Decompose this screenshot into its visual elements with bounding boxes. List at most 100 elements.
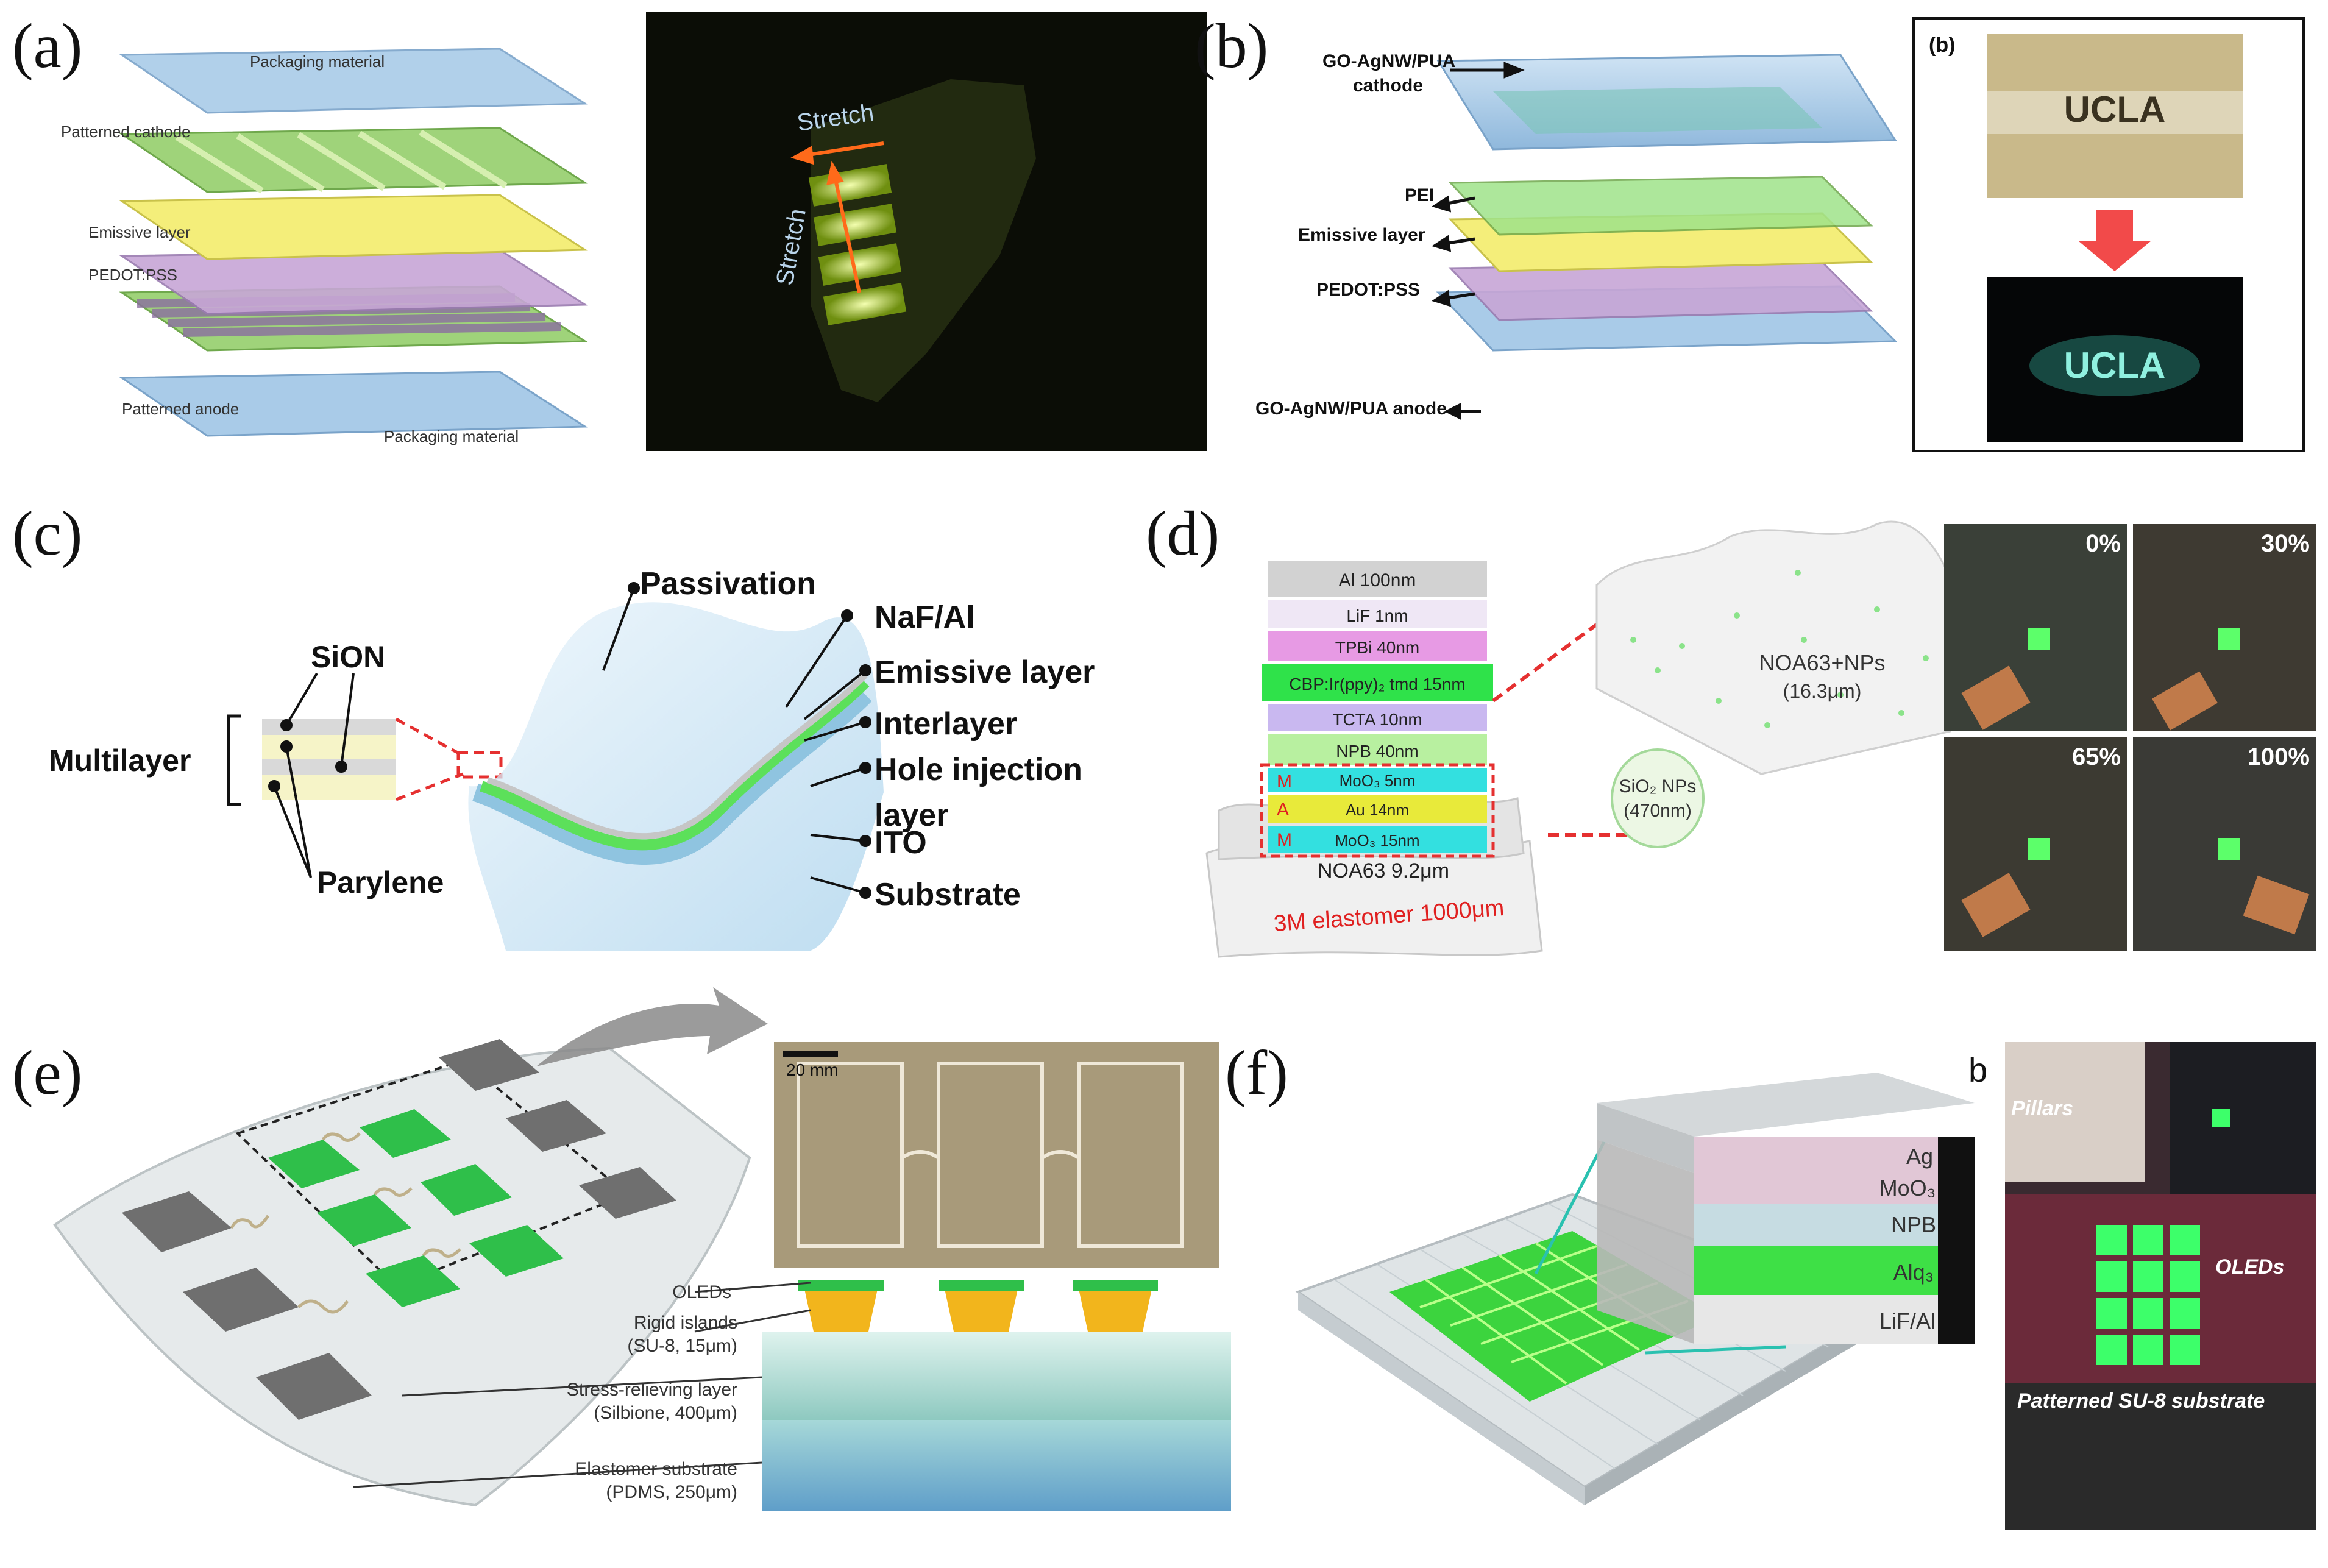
- label-go-agnw-anode: GO-AgNW/PUA anode: [1255, 399, 1447, 419]
- panel-e-label: (e): [12, 1038, 82, 1108]
- panel-f: (f) Ag: [1225, 1038, 2316, 1530]
- layer-patterned-cathode: [119, 127, 588, 193]
- red-down-arrow: [2078, 210, 2151, 271]
- strain-100: 100%: [2248, 743, 2310, 770]
- d-np-sub: (470nm): [1624, 801, 1692, 821]
- zoom-lines: [395, 717, 503, 801]
- d-moo3-5: MoO₃ 5nm: [1340, 772, 1416, 790]
- e-photo-bg: [774, 1042, 1219, 1268]
- oled-wave-device: [468, 602, 884, 951]
- textured-block: [1595, 520, 1951, 775]
- strain-photo-leds: [2028, 628, 2240, 860]
- serpentine-interconnects: [230, 1132, 461, 1314]
- f-photo-corner: [2170, 1042, 2316, 1194]
- stress-relieving-layer: [762, 1332, 1231, 1420]
- label-emissive-c: Emissive layer: [875, 655, 1095, 690]
- f-npb: NPB: [1891, 1212, 1936, 1237]
- multilayer-brace: [227, 714, 241, 806]
- panel-d-stack: [1205, 561, 1543, 958]
- panel-c: (c): [12, 498, 1095, 951]
- stack-tpbi: [1268, 631, 1487, 661]
- panel-b: (b) GO-AgNW/PUA cathode PEI Emissive lay…: [1194, 11, 2305, 452]
- label-patterned-cathode: Patterned cathode: [61, 122, 191, 141]
- f-inset-label: b: [1968, 1051, 1987, 1089]
- f-label-substrate: Patterned SU-8 substrate: [2017, 1389, 2265, 1413]
- stretch-arrows: [790, 141, 884, 293]
- oled-film-3: [1073, 1280, 1158, 1291]
- inset-label: (b): [1929, 34, 1955, 57]
- stack-au: [1268, 795, 1487, 823]
- e-label-elastomer-sub: (PDMS, 250μm): [606, 1482, 737, 1502]
- panel-f-label: (f): [1225, 1038, 1288, 1108]
- f-photo: [2005, 1042, 2316, 1530]
- e-cross-section: [762, 1280, 1231, 1511]
- substrate-edge: [1298, 1292, 1585, 1505]
- panel-b-layer-stack: [1436, 54, 1898, 352]
- panel-a: (a) Packaging material Patterned cathode…: [12, 11, 1207, 451]
- layer-emissive: [119, 194, 588, 260]
- stack-lif: [1268, 600, 1487, 628]
- e-label-rigid-sub: (SU-8, 15μm): [627, 1336, 737, 1356]
- ucla-print: UCLA: [2064, 89, 2166, 130]
- mam-dashed-box: [1260, 763, 1495, 858]
- elastomer-layer: [762, 1420, 1231, 1511]
- substrate-edge-right: [1585, 1310, 1883, 1505]
- d-noa63: NOA63 9.2μm: [1318, 859, 1449, 882]
- oled-film-1: [798, 1280, 884, 1291]
- d-letter-m2: M: [1277, 830, 1292, 850]
- strain-0: 0%: [2085, 530, 2121, 557]
- d-tcta: TCTA 10nm: [1332, 710, 1422, 729]
- layer-packaging-top: [119, 48, 588, 114]
- e-label-elastomer: Elastomer substrate: [575, 1459, 737, 1479]
- d-letter-m1: M: [1277, 772, 1292, 792]
- strain-65: 65%: [2072, 743, 2121, 770]
- d-lif: LiF 1nm: [1346, 606, 1408, 625]
- strain-photos: [1944, 524, 2316, 951]
- cathode-inner: [1493, 87, 1822, 134]
- pillars-region: [2005, 1042, 2145, 1182]
- label-substrate: Substrate: [875, 877, 1021, 912]
- label-parylene: Parylene: [317, 865, 444, 899]
- e-label-oleds: OLEDs: [672, 1282, 731, 1302]
- label-patterned-anode: Patterned anode: [122, 400, 239, 418]
- panel-a-layer-stack: [119, 48, 588, 437]
- d-cbp: CBP:Ir(ppy)₂ tmd 15nm: [1289, 675, 1465, 694]
- f-alq3: Alq₃: [1893, 1260, 1934, 1285]
- strain-photo-clips: [1961, 665, 2310, 937]
- island-1: [804, 1289, 878, 1332]
- e-photo: [774, 1042, 1219, 1268]
- e-label-rigid: Rigid islands: [634, 1313, 737, 1333]
- panel-c-label: (c): [12, 498, 82, 569]
- label-sion: SiON: [311, 640, 385, 674]
- e-label-stress-sub: (Silbione, 400μm): [594, 1403, 737, 1423]
- d-al: Al 100nm: [1339, 570, 1416, 591]
- label-naf-al: NaF/Al: [875, 600, 975, 635]
- panel-a-label: (a): [12, 11, 82, 81]
- label-interlayer: Interlayer: [875, 706, 1017, 742]
- island-2: [945, 1289, 1018, 1332]
- panel-d-label: (d): [1146, 498, 1219, 569]
- panel-a-photo: Stretch Stretch: [646, 12, 1207, 451]
- label-pedot-b: PEDOT:PSS: [1316, 280, 1420, 300]
- e-leaders: [353, 1282, 811, 1488]
- f-ag: Ag: [1906, 1144, 1933, 1169]
- f-oled-grid: [2096, 1225, 2200, 1365]
- label-packaging-top: Packaging material: [250, 52, 385, 71]
- label-ito: ITO: [875, 825, 927, 860]
- multilayer-stack: [262, 719, 396, 800]
- panel-b-label: (b): [1194, 11, 1268, 81]
- d-tpbi: TPBi 40nm: [1335, 638, 1420, 657]
- stack-moo3-bottom: [1268, 826, 1487, 853]
- d-np-label: SiO₂ NPs: [1619, 776, 1697, 796]
- f-small-led: [2212, 1109, 2230, 1127]
- label-cathode: cathode: [1353, 76, 1423, 96]
- device-silhouette: [811, 79, 1036, 402]
- curved-arrow: [536, 987, 768, 1066]
- passivation-film: [468, 602, 884, 951]
- oled-film-2: [939, 1280, 1024, 1291]
- label-emissive-layer: Emissive layer: [88, 223, 191, 241]
- textured-np-dots: [1630, 570, 1929, 728]
- f-moo3: MoO₃: [1879, 1176, 1936, 1201]
- cathode-layer: [486, 673, 868, 840]
